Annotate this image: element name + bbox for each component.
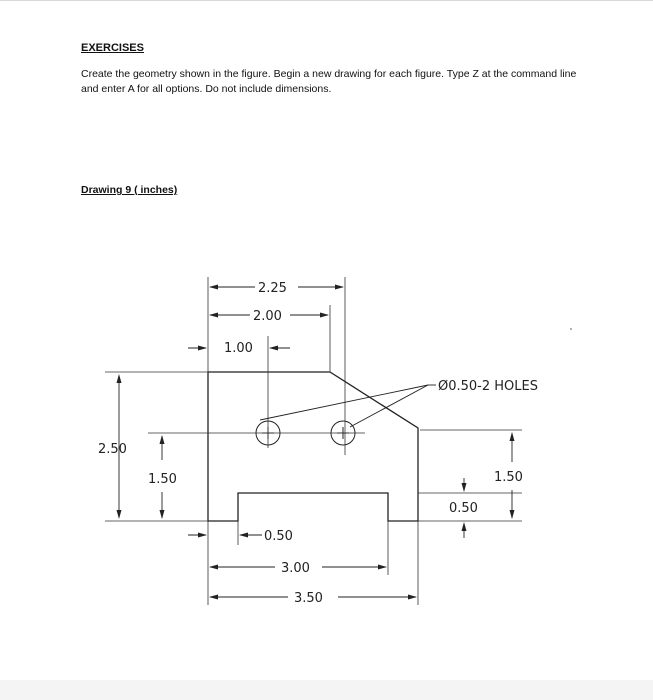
dim-overall-top: 2.25: [258, 281, 287, 296]
dim-slot-depth: 0.50: [449, 501, 478, 516]
dim-hole-spacing: 2.00: [253, 309, 282, 324]
exercises-heading: EXERCISES: [81, 42, 144, 54]
dim-holes-note: Ø0.50-2 HOLES: [438, 379, 538, 394]
extension-lines: [105, 277, 522, 605]
part-outline: [207, 371, 419, 522]
part-profile: [207, 371, 419, 522]
dim-right-hole-height: 1.50: [494, 470, 523, 485]
dim-slot-offset: 0.50: [264, 529, 293, 544]
dim-first-hole: 1.00: [224, 341, 253, 356]
dim-overall-width: 3.50: [294, 591, 323, 606]
page-bottom-margin: [0, 680, 653, 700]
dim-slot-width: 3.00: [281, 561, 310, 576]
dim-left-hole-height: 1.50: [148, 472, 177, 487]
scan-speck: [570, 328, 572, 330]
arrowheads: [116, 284, 515, 600]
dim-left-height: 2.50: [98, 442, 127, 457]
drawing-subheading: Drawing 9 ( inches): [81, 184, 178, 196]
dimension-lines: [118, 286, 513, 598]
dimension-labels: 2.25 2.00 1.00 Ø0.50-2 HOLES 2.50 1.50 1…: [98, 281, 538, 606]
instructions-paragraph: Create the geometry shown in the figure.…: [81, 68, 577, 95]
page-top-edge: [0, 0, 653, 1]
